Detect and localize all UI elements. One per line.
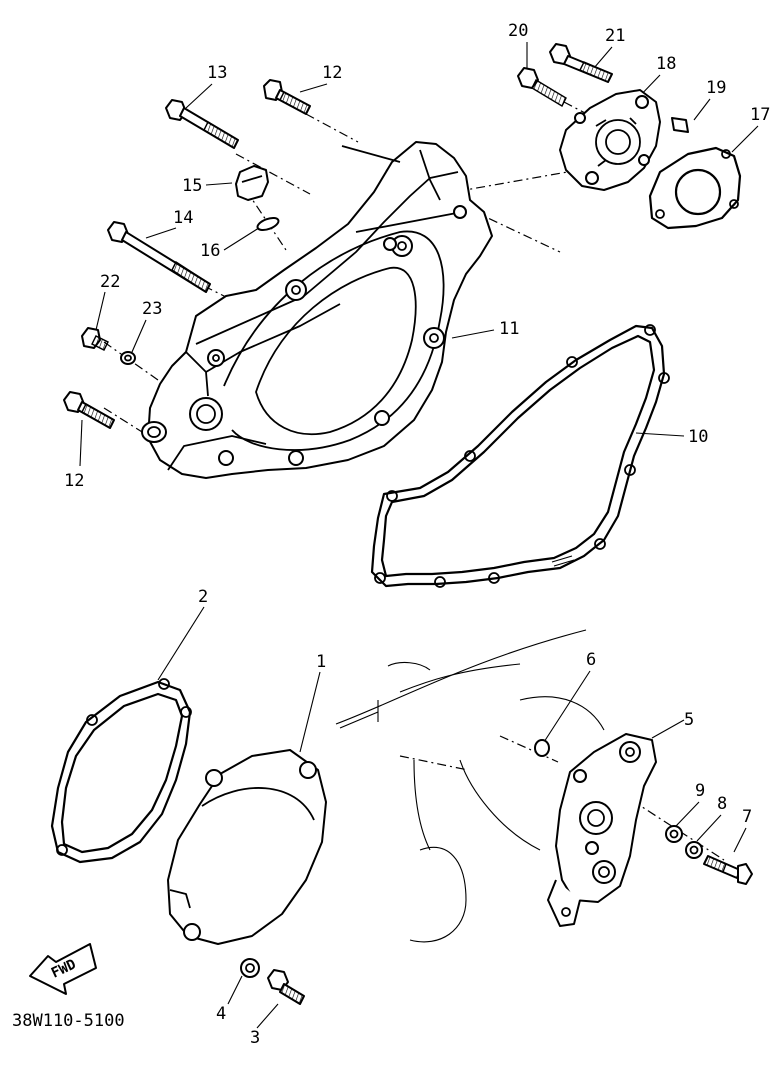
gasket-part-2: [50, 678, 192, 864]
bolt-part-22: [81, 327, 109, 351]
pump-gasket-part-17: [648, 146, 742, 230]
bolt-part-20: [517, 67, 567, 107]
callout-10: 10: [688, 427, 708, 447]
callout-14: 14: [173, 208, 193, 228]
leader-lines: [79, 42, 759, 1029]
callout-16: 16: [200, 241, 220, 261]
callout-13: 13: [207, 63, 227, 83]
dowel-pin-part-19: [671, 117, 689, 133]
cover-part-1: [167, 749, 327, 945]
callout-15: 15: [182, 176, 202, 196]
callout-12-top: 12: [322, 63, 342, 83]
bolt-part-12-top: [263, 79, 311, 115]
bolt-part-7: [703, 855, 753, 885]
callout-4: 4: [216, 1004, 226, 1024]
washer-part-6: [534, 739, 550, 757]
bolt-part-12-left: [63, 391, 115, 429]
washer-part-8: [685, 841, 703, 859]
engine-context-outline: [335, 629, 605, 943]
callout-23: 23: [142, 299, 162, 319]
pump-housing-part-5: [547, 733, 657, 927]
callout-17: 17: [750, 105, 770, 125]
washer-part-9: [665, 825, 683, 843]
callout-19: 19: [706, 78, 726, 98]
bolt-part-21: [549, 43, 613, 83]
bolt-part-3: [267, 969, 305, 1005]
callout-5: 5: [684, 710, 694, 730]
pump-cover-part-18: [559, 89, 661, 191]
bolt-part-13: [165, 99, 239, 149]
fwd-arrow-icon: FWD: [29, 943, 97, 995]
washer-part-23: [120, 351, 136, 365]
callout-12-left: 12: [64, 471, 84, 491]
callout-20: 20: [508, 21, 528, 41]
callout-9: 9: [695, 781, 705, 801]
callout-8: 8: [717, 794, 727, 814]
gasket-part-10: [370, 324, 670, 588]
bolt-part-14: [107, 221, 211, 294]
callout-11: 11: [499, 319, 519, 339]
callout-2: 2: [198, 587, 208, 607]
washer-part-4: [240, 958, 260, 978]
crankcase-cover-part-11: [141, 141, 493, 479]
callout-1: 1: [316, 652, 326, 672]
o-ring-part-16: [256, 216, 280, 232]
callout-18: 18: [656, 54, 676, 74]
callout-3: 3: [250, 1028, 260, 1048]
callout-labels: 20 21 18 19 17 13 12 15 14 16 22 23 11 1…: [12, 21, 770, 1048]
oil-plug-part-15: [235, 165, 269, 201]
callout-21: 21: [605, 26, 625, 46]
part-code-label: 38W110-5100: [12, 1011, 125, 1031]
callout-7: 7: [742, 807, 752, 827]
callout-22: 22: [100, 272, 120, 292]
callout-6: 6: [586, 650, 596, 670]
